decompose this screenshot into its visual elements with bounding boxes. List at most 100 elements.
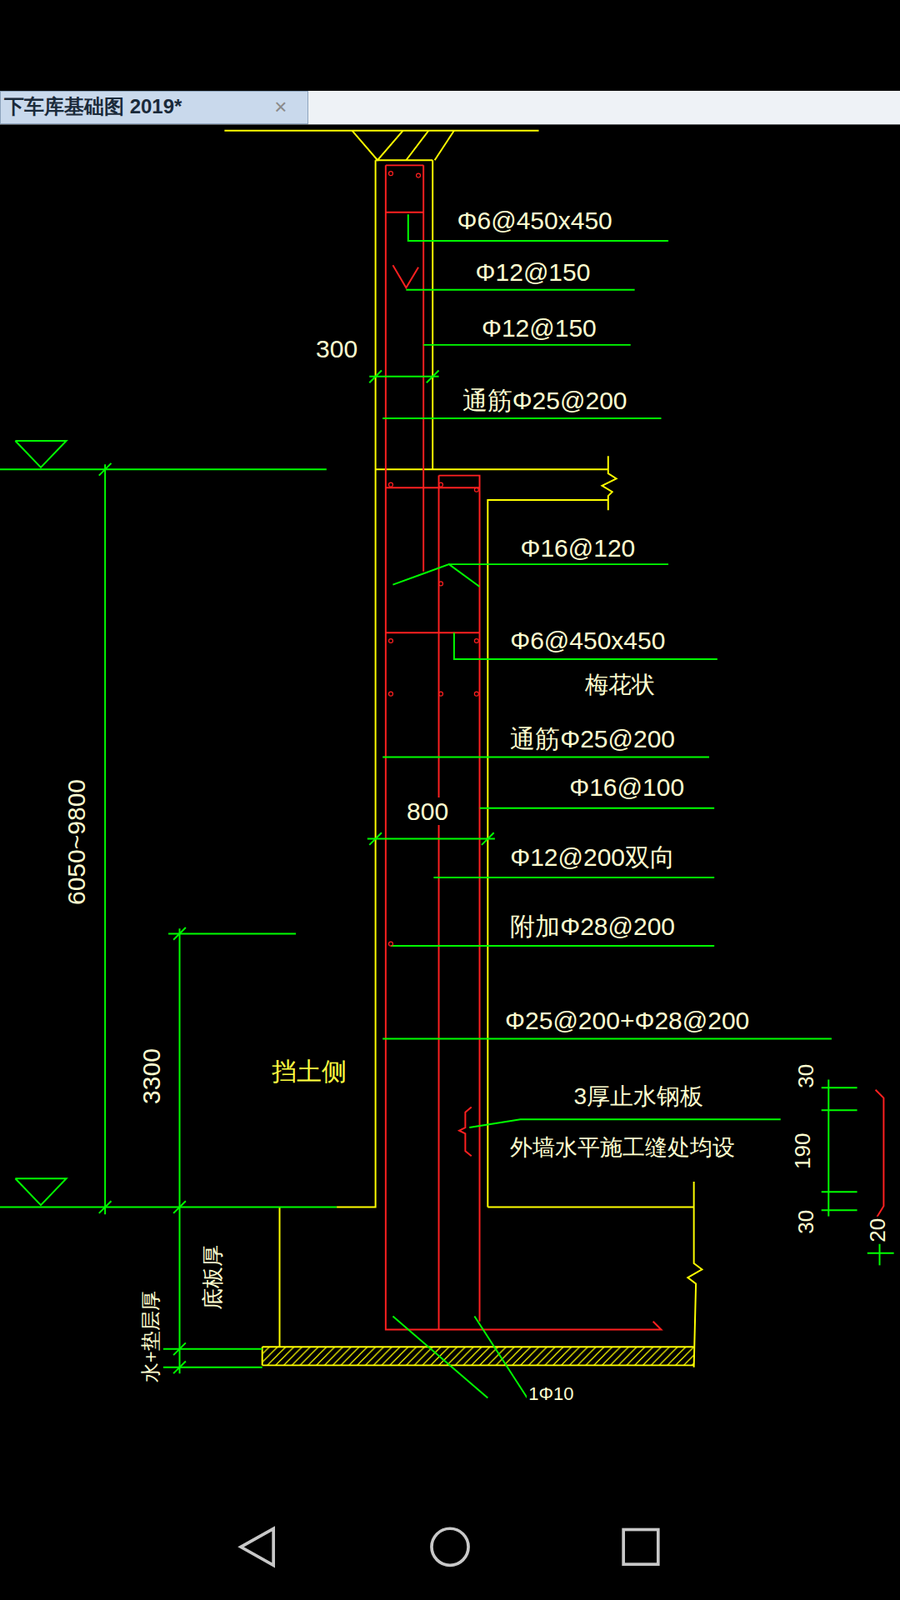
rebar-annotation: Φ16@120: [518, 534, 637, 562]
rebar-annotation: Φ12@150: [474, 258, 593, 286]
leader-line: [173, 1342, 186, 1355]
dimension-text: 水+垫层厚: [140, 1289, 162, 1385]
leader-line: [481, 832, 495, 845]
leader-line: [104, 464, 106, 1215]
leader-line: [867, 1252, 895, 1255]
rebar-dot: [389, 639, 394, 644]
concrete-outline: [375, 468, 609, 470]
back-button: [240, 1528, 274, 1565]
rebar-line: [438, 475, 440, 1330]
concrete-outline: [601, 455, 616, 510]
concrete-outline: [487, 1206, 694, 1209]
recent-button: [623, 1530, 659, 1565]
concrete-outline: [431, 160, 434, 470]
concrete-outline: [336, 160, 376, 1207]
rebar-line: [385, 211, 424, 214]
home-button: [431, 1528, 469, 1565]
rebar-line: [422, 165, 425, 571]
leader-line: [382, 756, 710, 759]
leader-line: [0, 1206, 337, 1209]
rebar-dot: [389, 691, 394, 696]
leader-line: [99, 463, 112, 476]
leader-line: [423, 344, 631, 346]
rebar-line: [459, 1107, 472, 1157]
leader-line: [173, 927, 186, 940]
rebar-annotation: 800: [405, 797, 450, 825]
dimension-text: 底板厚: [200, 1243, 225, 1312]
dimension-text: 30: [794, 1062, 819, 1090]
leader-line: [426, 370, 440, 383]
rebar-line: [392, 265, 419, 288]
rebar-line: [439, 475, 480, 1322]
concrete-outline: [405, 130, 429, 161]
rebar-line: [385, 164, 424, 166]
concrete-outline: [262, 1364, 695, 1366]
rebar-dot: [474, 487, 479, 492]
leader-line: [173, 1200, 186, 1214]
leader-line: [433, 876, 715, 879]
leader-line: [367, 838, 495, 840]
tab-title: 下车库基础图 2019*: [4, 93, 305, 120]
leader-line: [369, 370, 382, 383]
tab-bar: [0, 90, 900, 125]
leader-line: [827, 1080, 830, 1217]
rebar-line: [385, 486, 480, 489]
rebar-dot: [439, 581, 444, 586]
rebar-annotation: 外墙水平施工缝处均设: [508, 1135, 737, 1161]
rebar-annotation: 梅花状: [583, 672, 657, 699]
leader-line: [480, 807, 715, 810]
leader-line: [382, 417, 661, 420]
leader-line: [474, 1316, 530, 1404]
leader-line: [173, 1360, 186, 1374]
leader-line: [15, 440, 66, 468]
rebar-annotation: 通筋Φ25@200: [508, 725, 677, 753]
rebar-annotation: Φ12@150: [480, 314, 599, 342]
concrete-outline: [279, 1207, 281, 1348]
rebar-dot: [389, 171, 394, 176]
leader-line: [821, 1109, 858, 1111]
rebar-annotation: ×: [272, 95, 289, 120]
leader-line: [821, 1209, 858, 1211]
rebar-line: [875, 1090, 885, 1220]
rebar-dot: [439, 482, 444, 487]
cushion-hatch: [262, 1346, 695, 1365]
leader-line: [821, 1190, 858, 1193]
dimension-text: 20: [865, 1216, 890, 1245]
rebar-dot: [389, 482, 394, 487]
leader-line: [99, 1200, 112, 1214]
rebar-annotation: 300: [314, 335, 360, 363]
leader-line: [369, 375, 439, 378]
rebar-dot: [439, 691, 444, 696]
concrete-outline: [687, 1181, 702, 1368]
rebar-annotation: 1Φ10: [526, 1384, 575, 1405]
dimension-text: 6050~9800: [62, 777, 90, 907]
leader-line: [390, 945, 715, 947]
leader-line: [382, 1038, 832, 1040]
leader-line: [15, 1178, 66, 1205]
rebar-annotation: 附加Φ28@200: [508, 912, 677, 940]
rebar-annotation: 挡土侧: [270, 1057, 349, 1085]
concrete-outline: [375, 159, 434, 161]
dimension-text: 3300: [137, 1046, 165, 1106]
file-tab: 下车库基础图 2019*: [0, 90, 309, 125]
leader-line: [821, 1086, 858, 1089]
leader-line: [179, 928, 181, 1374]
concrete-outline: [224, 130, 539, 132]
leader-line: [405, 289, 635, 291]
rebar-dot: [474, 691, 479, 696]
rebar-dot: [389, 941, 394, 946]
rebar-annotation: Φ12@200双向: [508, 843, 677, 871]
dimension-text: 190: [791, 1130, 816, 1170]
rebar-dot: [474, 639, 479, 644]
rebar-annotation: Φ6@450x450: [508, 626, 667, 655]
leader-line: [392, 564, 480, 587]
leader-line: [469, 1119, 780, 1128]
concrete-outline: [435, 130, 455, 161]
leader-line: [392, 1316, 488, 1399]
leader-line: [0, 468, 327, 470]
rebar-annotation: Φ25@200+Φ28@200: [503, 1006, 751, 1035]
leader-line: [369, 832, 382, 845]
rebar-annotation: 通筋Φ25@200: [460, 386, 630, 415]
rebar-annotation: 3厚止水钢板: [572, 1084, 706, 1110]
